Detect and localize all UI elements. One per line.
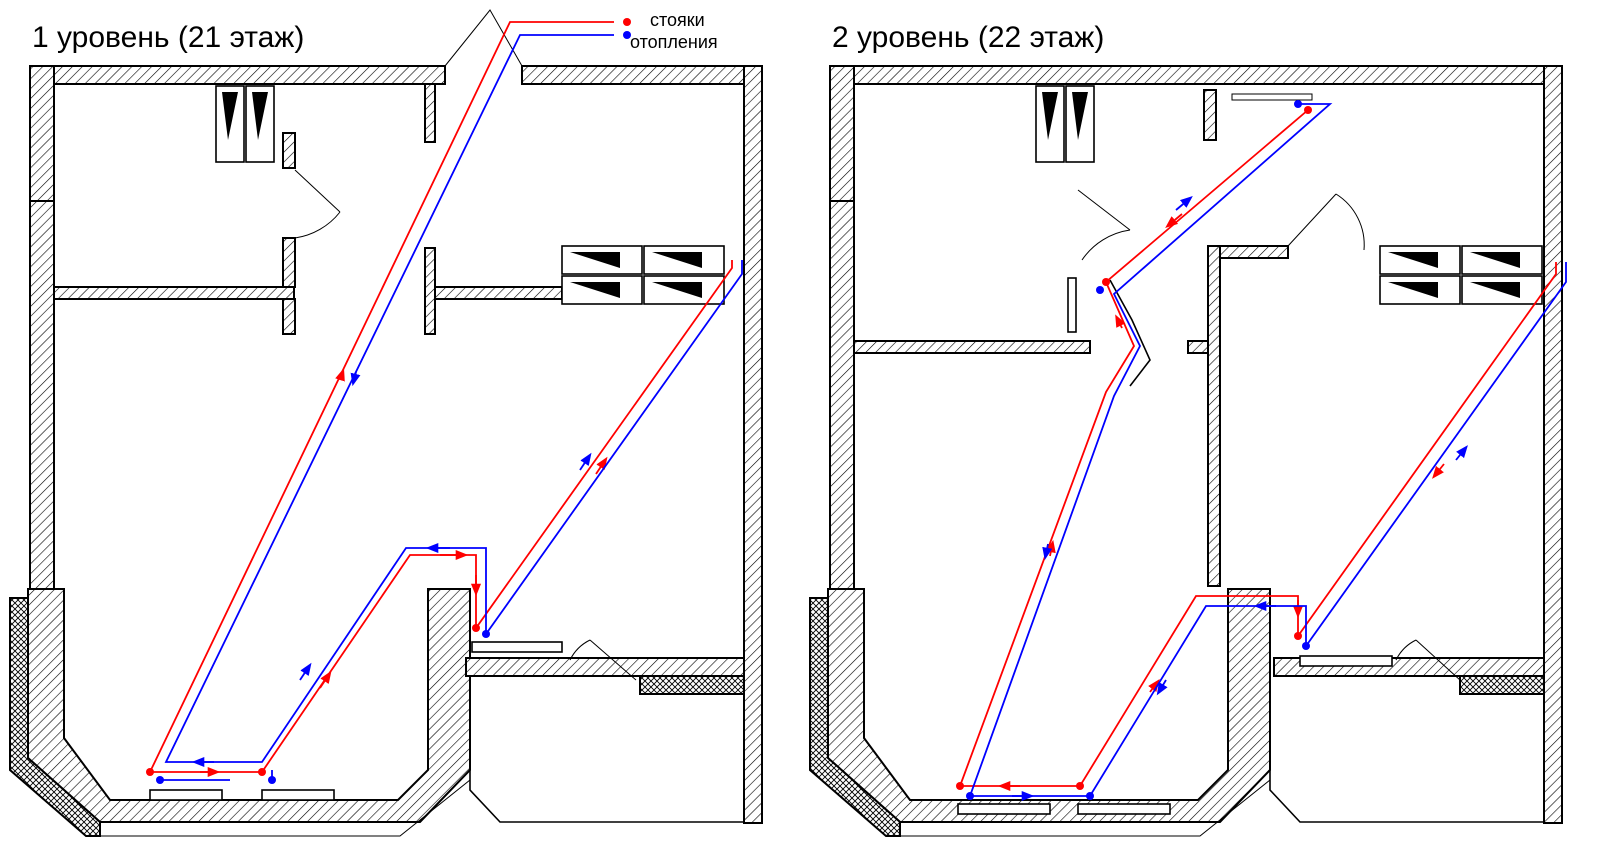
- return-arrow: [1175, 195, 1193, 211]
- supply-node: [472, 624, 480, 632]
- door-room: [1287, 193, 1365, 251]
- legend-line-2: отопления: [630, 32, 718, 52]
- balcony-outline: [1269, 700, 1544, 823]
- wall-left-upper: [829, 65, 855, 202]
- radiator-1-left: [149, 789, 223, 801]
- supply-node: [146, 768, 154, 776]
- supply-arrow: [319, 670, 332, 689]
- wall-partition-top: [1203, 89, 1217, 141]
- return-arrow: [350, 371, 361, 387]
- wall-interior-stub: [1187, 340, 1209, 354]
- plan-level-2: [809, 65, 1567, 837]
- supply-arrow: [1148, 678, 1160, 693]
- legend-line-1: стояки: [650, 10, 705, 30]
- return-node: [1096, 286, 1104, 294]
- return-arrow: [299, 662, 312, 681]
- return-arrow: [1156, 679, 1168, 696]
- return-node: [1294, 100, 1302, 108]
- wall-partition-middle: [424, 247, 436, 335]
- wall-top-left: [29, 65, 446, 85]
- vent-shafts-right: [561, 245, 725, 305]
- wall-partition-top: [424, 83, 436, 143]
- supply-node: [1076, 782, 1084, 790]
- supply-arrow: [595, 456, 608, 475]
- door-bathroom: [294, 169, 341, 239]
- wall-partition-stub: [282, 298, 296, 335]
- supply-arrow: [1045, 539, 1056, 557]
- wall-left-middle: [29, 200, 55, 590]
- wall-top: [829, 65, 1563, 85]
- supply-node: [258, 768, 266, 776]
- radiator-1-balcony: [471, 641, 563, 653]
- plan-level-1: [9, 9, 763, 837]
- wall-bay-window: [27, 588, 471, 823]
- supply-node: [1304, 106, 1312, 114]
- supply-arrow: [1115, 314, 1126, 329]
- vent-shafts-top: [1035, 85, 1095, 163]
- wall-bay-insulation: [9, 597, 101, 837]
- wall-stair-vertical: [1207, 245, 1221, 587]
- wall-bay-insulation: [809, 597, 901, 837]
- radiator-2-right: [1077, 803, 1171, 815]
- return-node: [966, 792, 974, 800]
- wall-balcony: [465, 657, 745, 677]
- vent-shafts-right: [1379, 245, 1543, 305]
- legend-heating-risers: стояки отопления: [623, 10, 718, 52]
- balcony-outline: [469, 700, 744, 823]
- stair-outline: [1109, 279, 1151, 387]
- wall-interior-horizontal: [53, 286, 295, 300]
- wall-interior-horizontal: [853, 340, 1091, 354]
- vent-shafts-top: [215, 85, 275, 163]
- wall-bay-window: [827, 588, 1271, 823]
- legend-supply-dot: [623, 18, 631, 26]
- return-node: [1086, 792, 1094, 800]
- return-node: [482, 630, 490, 638]
- return-node: [268, 776, 276, 784]
- supply-node: [956, 782, 964, 790]
- wall-balcony-insulation: [639, 675, 745, 695]
- wall-balcony-insulation: [1459, 675, 1545, 695]
- return-arrow: [1455, 445, 1468, 461]
- door-entrance: [444, 9, 523, 67]
- plan-title-level-1: 1 уровень (21 этаж): [32, 21, 304, 54]
- wall-left-middle: [829, 200, 855, 590]
- wall-bathroom-lower: [282, 237, 296, 288]
- supply-arrow: [335, 368, 345, 382]
- radiator-2-balcony: [1299, 655, 1393, 667]
- supply-arrow: [1165, 213, 1183, 229]
- radiator-2-stair: [1067, 277, 1077, 333]
- plan-title-level-2: 2 уровень (22 этаж): [832, 21, 1104, 54]
- supply-arrow: [1432, 463, 1445, 479]
- wall-left-upper: [29, 65, 55, 202]
- door-balcony: [1395, 639, 1461, 681]
- return-arrow: [579, 452, 592, 471]
- radiator-1-right: [261, 789, 335, 801]
- supply-node: [1294, 632, 1302, 640]
- return-arrow: [1042, 543, 1053, 561]
- return-node: [1302, 642, 1310, 650]
- door-bathroom: [1077, 189, 1131, 261]
- wall-right: [743, 65, 763, 824]
- supply-node: [1102, 278, 1110, 286]
- wall-bathroom-stub: [282, 132, 296, 169]
- supply-pipe-level-1: [148, 21, 733, 773]
- return-node: [156, 776, 164, 784]
- radiator-2-left: [957, 803, 1051, 815]
- bay-window-glazing: [900, 779, 1271, 837]
- door-balcony: [569, 639, 637, 681]
- window-sill: [1231, 93, 1313, 101]
- wall-right: [1543, 65, 1563, 824]
- legend-return-dot: [623, 31, 631, 39]
- wall-interior-horizontal-right: [431, 286, 563, 300]
- return-pipe-level-1: [164, 34, 743, 763]
- wall-top-right: [521, 65, 763, 85]
- bay-window-glazing: [100, 779, 471, 837]
